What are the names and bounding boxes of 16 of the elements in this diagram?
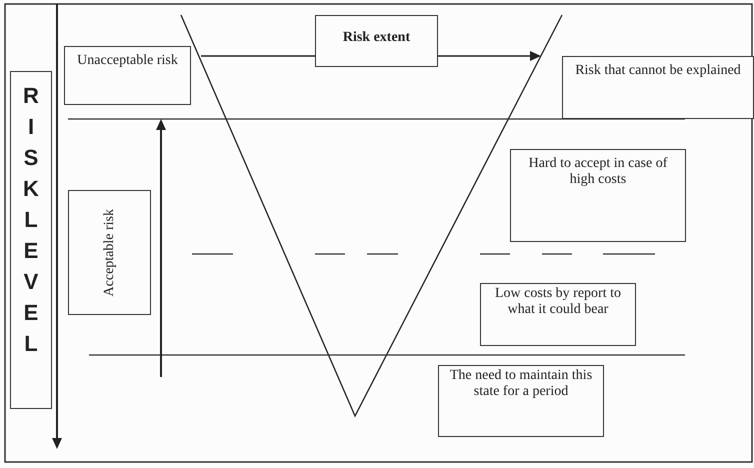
box-label: Acceptable risk (102, 208, 118, 296)
label-box (510, 149, 686, 242)
box-label: Risk that cannot be explained (575, 63, 741, 79)
box-label: Hard to accept in case of high costs (528, 156, 668, 188)
label-box (10, 71, 52, 409)
box-label: RISK LEVEL (22, 82, 40, 358)
box-label: The need to maintain this state for a period (448, 368, 594, 400)
label-box (480, 283, 636, 346)
label-box (68, 190, 151, 315)
label-box (438, 365, 604, 437)
label-box (315, 15, 438, 67)
label-box (562, 56, 754, 119)
box-label: Low costs by report to what it could bear (494, 286, 622, 318)
box-label: Unacceptable risk (77, 53, 178, 69)
label-box (64, 46, 191, 105)
box-label: Risk extent (342, 30, 410, 46)
